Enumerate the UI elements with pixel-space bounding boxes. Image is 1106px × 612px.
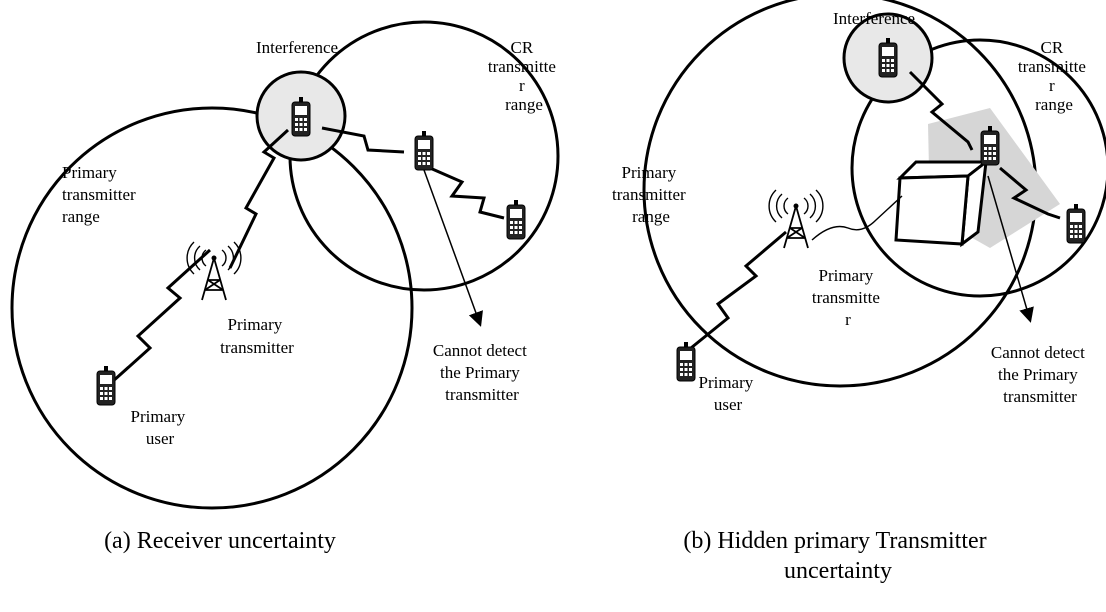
phone-icon-cr-node-a bbox=[506, 199, 526, 240]
phone-icon-cr-transmitter-b bbox=[980, 125, 1000, 166]
phone-icon-primary-user-b bbox=[676, 341, 696, 382]
obstacle-cube-b bbox=[894, 158, 991, 248]
label-primary-transmitter-a: Primary transmitter bbox=[220, 315, 294, 357]
link-user-to-tower-b bbox=[685, 230, 787, 354]
label-cr-range-b: CR transmitte r range bbox=[1018, 38, 1090, 114]
label-cannot-detect-b: Cannot detect the Primary transmitter bbox=[991, 343, 1089, 406]
link-cr-to-node-a bbox=[429, 166, 505, 220]
cr-range-circle-b bbox=[850, 38, 1106, 298]
panel-b: Interference CR transmitte r range Prima… bbox=[612, 0, 1106, 584]
link-interference-to-cr-a bbox=[321, 126, 405, 154]
caption-b: (b) Hidden primary Transmitter uncertain… bbox=[683, 528, 992, 584]
phone-icon-interference-b bbox=[878, 37, 898, 78]
tower-icon-primary-transmitter-a bbox=[186, 241, 242, 301]
label-primary-user-b: Primary user bbox=[698, 373, 757, 414]
phone-icon-interference-a bbox=[291, 96, 311, 137]
label-interference-a: Interference bbox=[256, 38, 338, 57]
arrow-cannot-detect-b bbox=[987, 175, 1034, 323]
phone-icon-cr-transmitter-a bbox=[414, 130, 434, 171]
panel-a: Interference CR transmitte r range Prima… bbox=[10, 20, 560, 554]
label-primary-range-a: Primary transmitter range bbox=[62, 163, 140, 226]
link-interference-to-cr-b bbox=[908, 70, 974, 151]
primary-range-circle-a bbox=[10, 106, 414, 510]
phone-icon-cr-node-b bbox=[1066, 203, 1086, 244]
arrow-cannot-detect-a bbox=[423, 169, 483, 327]
caption-a: (a) Receiver uncertainty bbox=[104, 528, 336, 554]
label-primary-transmitter-b: Primary transmitte r bbox=[812, 266, 884, 329]
label-cr-range-a: CR transmitte r range bbox=[488, 38, 560, 114]
label-primary-user-a: Primary user bbox=[130, 407, 189, 448]
link-cr-to-node-b bbox=[999, 166, 1061, 220]
link-tower-to-interference-a bbox=[228, 128, 290, 269]
label-primary-range-b: Primary transmitter range bbox=[612, 163, 690, 226]
phone-icon-primary-user-a bbox=[96, 365, 116, 406]
link-tower-to-cube-b bbox=[811, 195, 903, 241]
label-interference-b: Interference bbox=[833, 9, 915, 28]
label-cannot-detect-a: Cannot detect the Primary transmitter bbox=[433, 341, 531, 404]
link-user-to-tower-a bbox=[110, 248, 212, 384]
